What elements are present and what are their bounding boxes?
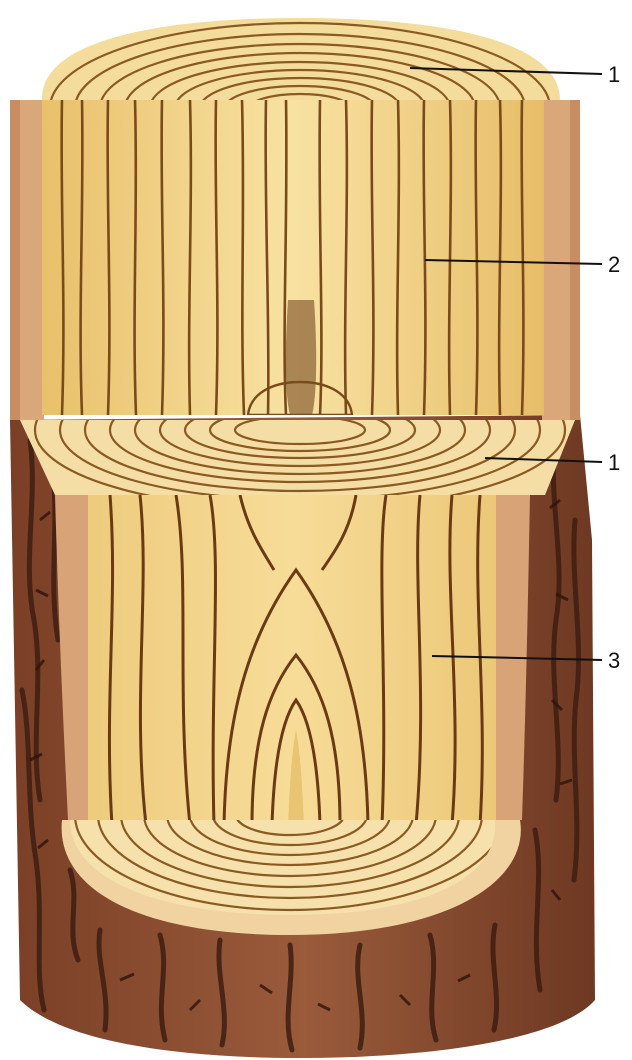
label-middle-cross-section: 1 bbox=[608, 450, 620, 475]
label-top-cross-section: 1 bbox=[608, 62, 620, 87]
radial-section bbox=[42, 100, 544, 415]
label-radial-section: 2 bbox=[608, 252, 620, 277]
tangential-section bbox=[88, 495, 496, 825]
label-tangential-section: 3 bbox=[608, 648, 620, 673]
